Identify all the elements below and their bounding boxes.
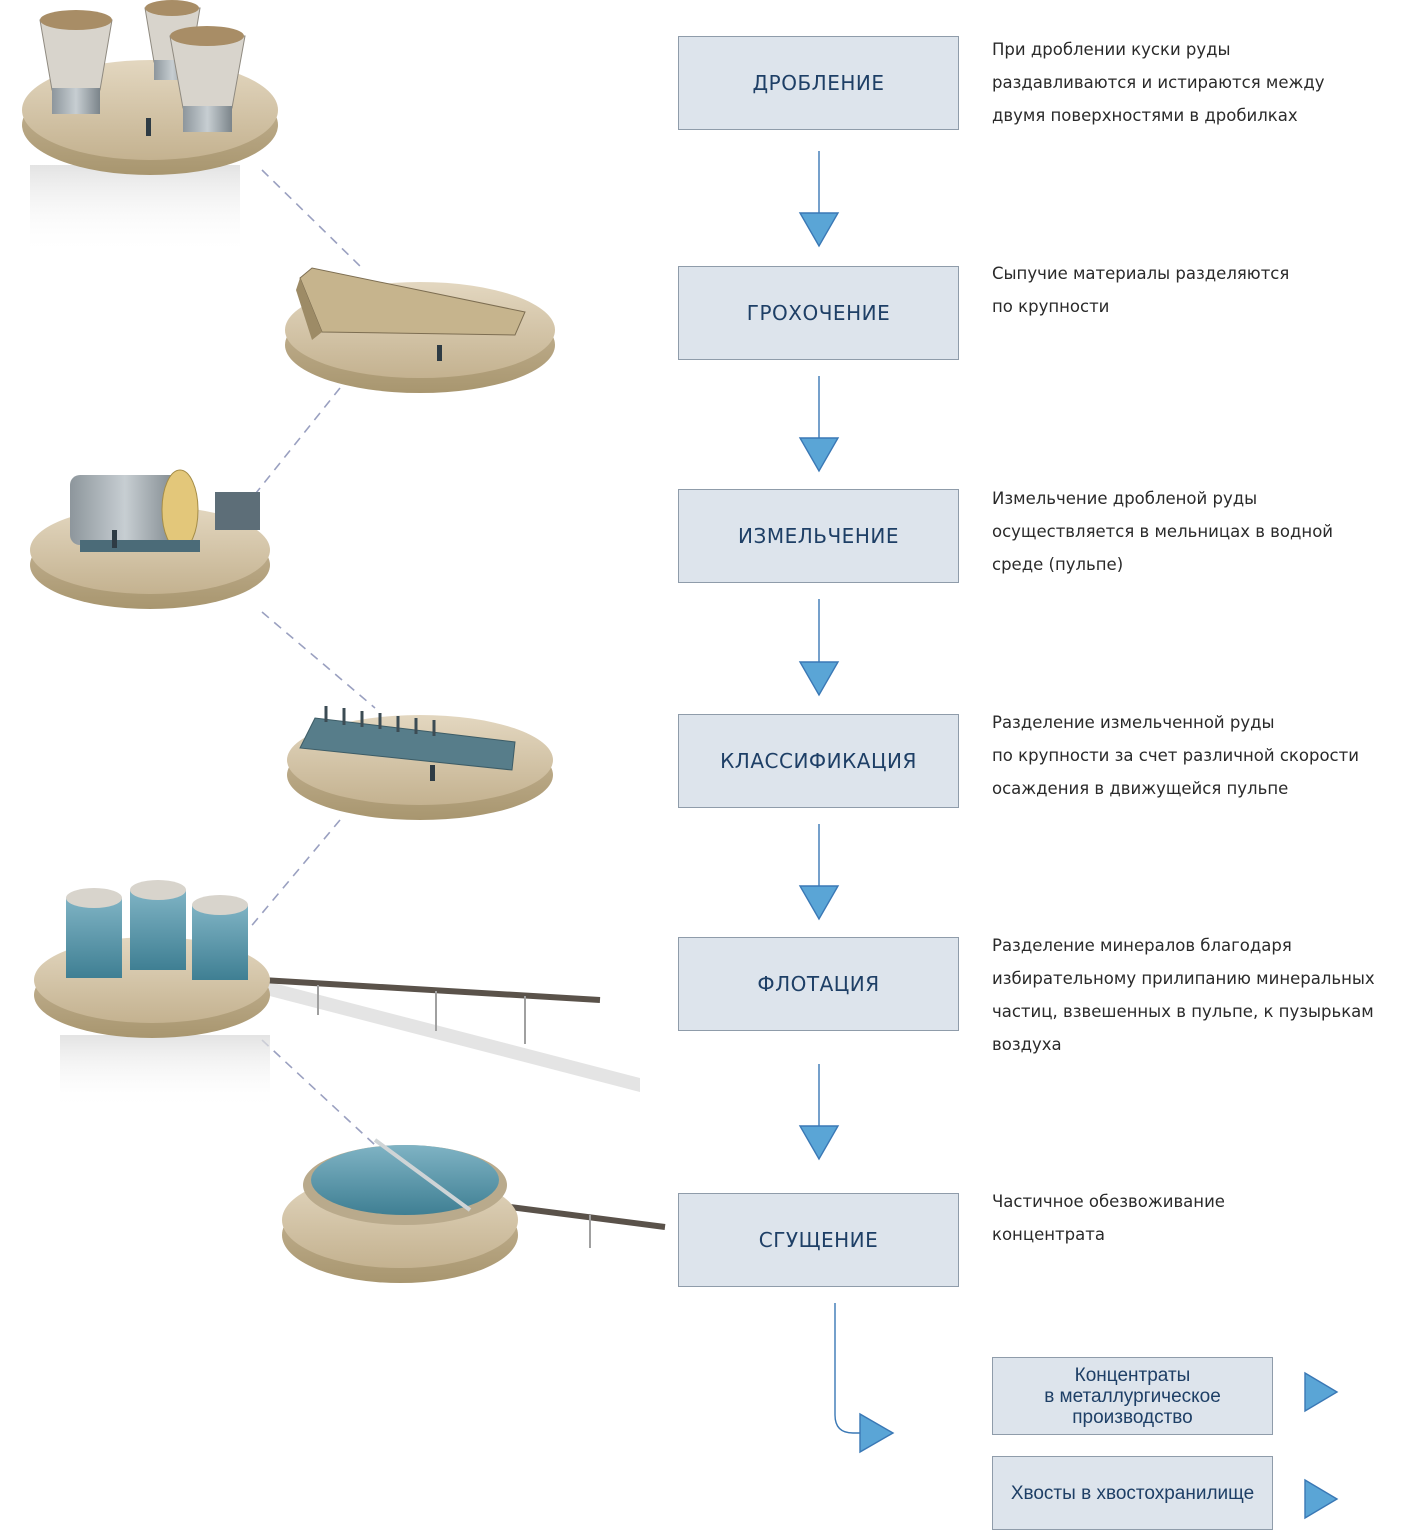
stage-label: ФЛОТАЦИЯ [757,972,880,996]
stage-description-grinding: Измельчение дробленой руды осуществляетс… [992,489,1334,574]
stage-label: ИЗМЕЛЬЧЕНИЕ [738,524,899,548]
output-arrow-1 [1304,1371,1339,1413]
mill-illustration [30,469,270,609]
screen-illustration [285,267,555,393]
stage-description-crushing: При дроблении куски руды раздавливаются … [992,40,1325,125]
stage-label: ДРОБЛЕНИЕ [752,71,885,95]
connector-lines [247,169,376,1146]
classifier-illustration [287,706,553,820]
stage-description-thickening: Частичное обезвоживание концентрата [992,1192,1225,1244]
flow-arrow-3 [798,599,840,697]
stage-description-classification: Разделение измельченной руды по крупност… [992,713,1359,798]
output-box-concentrates: Концентраты в металлургическое производс… [992,1357,1273,1435]
stage-label: КЛАССИФИКАЦИЯ [720,749,917,773]
output-arrow-2 [1304,1478,1339,1520]
flow-arrow-1 [798,151,840,248]
flow-arrow-6 [834,1303,895,1454]
output-box-tailings: Хвосты в хвостохранилище [992,1456,1273,1530]
flow-arrow-4 [798,824,840,921]
stage-box-grinding: ИЗМЕЛЬЧЕНИЕ [678,489,959,583]
flotation-cells-illustration [34,880,640,1110]
stage-box-flotation: ФЛОТАЦИЯ [678,937,959,1031]
flow-arrow-5 [798,1064,840,1161]
stage-description-flotation: Разделение минералов благодаря избирател… [992,936,1375,1054]
stage-box-screening: ГРОХОЧЕНИЕ [678,266,959,360]
stage-box-thickening: СГУЩЕНИЕ [678,1193,959,1287]
flow-arrow-2 [798,376,840,473]
stage-box-classification: КЛАССИФИКАЦИЯ [678,714,959,808]
stage-label: ГРОХОЧЕНИЕ [746,301,891,325]
stage-label: СГУЩЕНИЕ [758,1228,879,1252]
crushers-illustration [22,0,278,255]
stage-box-crushing: ДРОБЛЕНИЕ [678,36,959,130]
stage-description-screening: Сыпучие материалы разделяются по крупнос… [992,264,1290,316]
thickener-illustration [282,1138,666,1283]
